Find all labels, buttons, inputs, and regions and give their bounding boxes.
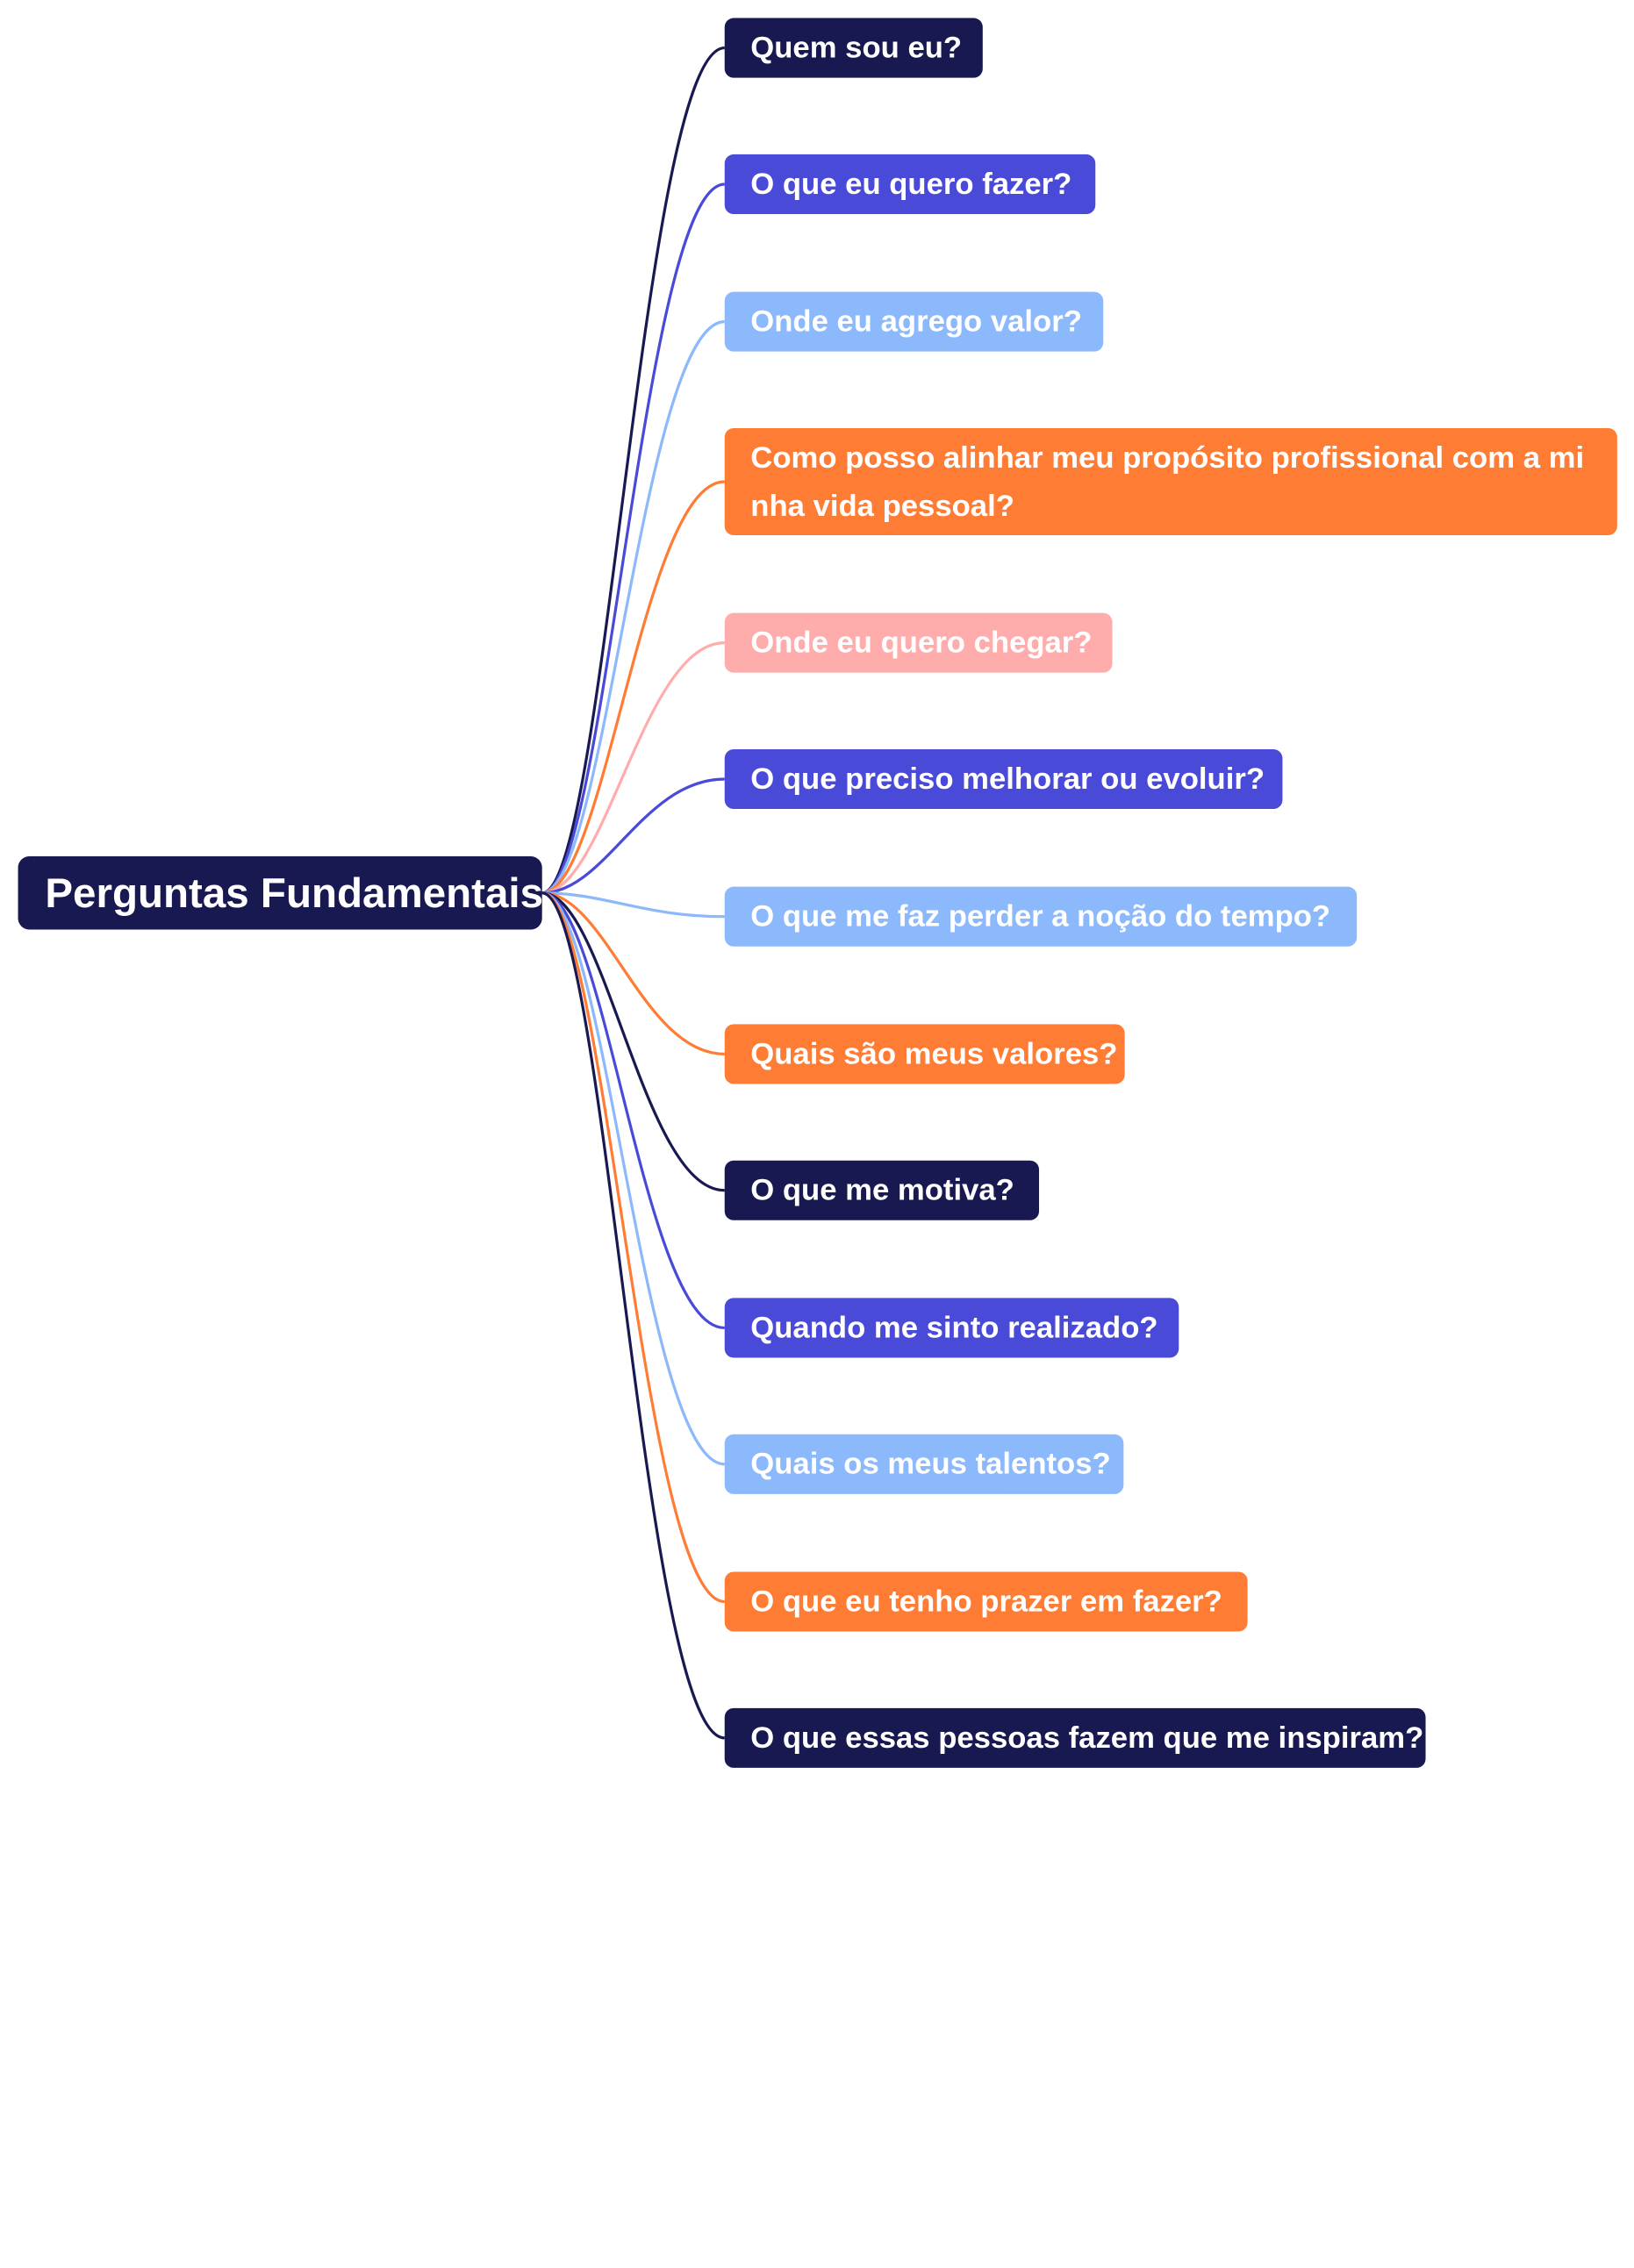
- branch-node-label: Quem sou eu?: [750, 30, 963, 65]
- branch-node[interactable]: O que me motiva?: [724, 1160, 1040, 1220]
- branch-node[interactable]: Quando me sinto realizado?: [724, 1298, 1179, 1358]
- branch-node-label: O que essas pessoas fazem que me inspira…: [750, 1720, 1424, 1755]
- branch-node[interactable]: Onde eu quero chegar?: [724, 612, 1113, 673]
- branch-node-label: O que preciso melhorar ou evoluir?: [750, 762, 1265, 796]
- branch-node[interactable]: O que eu tenho prazer em fazer?: [724, 1571, 1248, 1632]
- connector-line: [541, 891, 725, 1466]
- connector-line: [541, 891, 725, 919]
- branch-node[interactable]: Onde eu agrego valor?: [724, 291, 1104, 352]
- branch-node[interactable]: O que essas pessoas fazem que me inspira…: [724, 1707, 1426, 1768]
- branch-node-label: Onde eu quero chegar?: [750, 625, 1093, 660]
- branch-node-label: O que me motiva?: [750, 1172, 1014, 1207]
- connector-line: [541, 182, 725, 895]
- branch-node[interactable]: O que eu quero fazer?: [724, 154, 1096, 214]
- branch-node[interactable]: O que me faz perder a noção do tempo?: [724, 886, 1358, 947]
- branch-node-label: Quando me sinto realizado?: [750, 1310, 1158, 1345]
- connector-line: [541, 891, 725, 1604]
- branch-node-label: O que me faz perder a noção do tempo?: [750, 898, 1331, 934]
- connector-line: [541, 891, 725, 1740]
- branch-node[interactable]: Quais os meus talentos?: [724, 1434, 1124, 1494]
- connector-line: [541, 891, 725, 1055]
- root-node-label: Perguntas Fundamentais: [45, 869, 544, 916]
- branch-node[interactable]: Como posso alinhar meu propósito profiss…: [724, 427, 1617, 535]
- branch-node-label: Quais são meus valores?: [750, 1036, 1118, 1070]
- branch-node-label: O que eu quero fazer?: [750, 167, 1072, 201]
- branch-node-label: Quais os meus talentos?: [750, 1446, 1111, 1481]
- branch-node-label: O que eu tenho prazer em fazer?: [750, 1584, 1222, 1619]
- connector-line: [541, 480, 725, 895]
- branch-node[interactable]: O que preciso melhorar ou evoluir?: [724, 748, 1283, 810]
- connector-line: [541, 777, 725, 895]
- connector-lines: [541, 46, 725, 1740]
- connector-line: [541, 891, 725, 1192]
- branch-node-label: Como posso alinhar meu propósito profiss…: [750, 440, 1585, 523]
- branch-node[interactable]: Quais são meus valores?: [724, 1024, 1125, 1084]
- connector-line: [541, 46, 725, 895]
- branch-node[interactable]: Quem sou eu?: [724, 18, 983, 78]
- connector-line: [541, 891, 725, 1330]
- branch-node-label: Onde eu agrego valor?: [750, 304, 1082, 339]
- connector-line: [541, 320, 725, 895]
- connector-line: [541, 641, 725, 895]
- root-node[interactable]: Perguntas Fundamentais: [18, 855, 544, 930]
